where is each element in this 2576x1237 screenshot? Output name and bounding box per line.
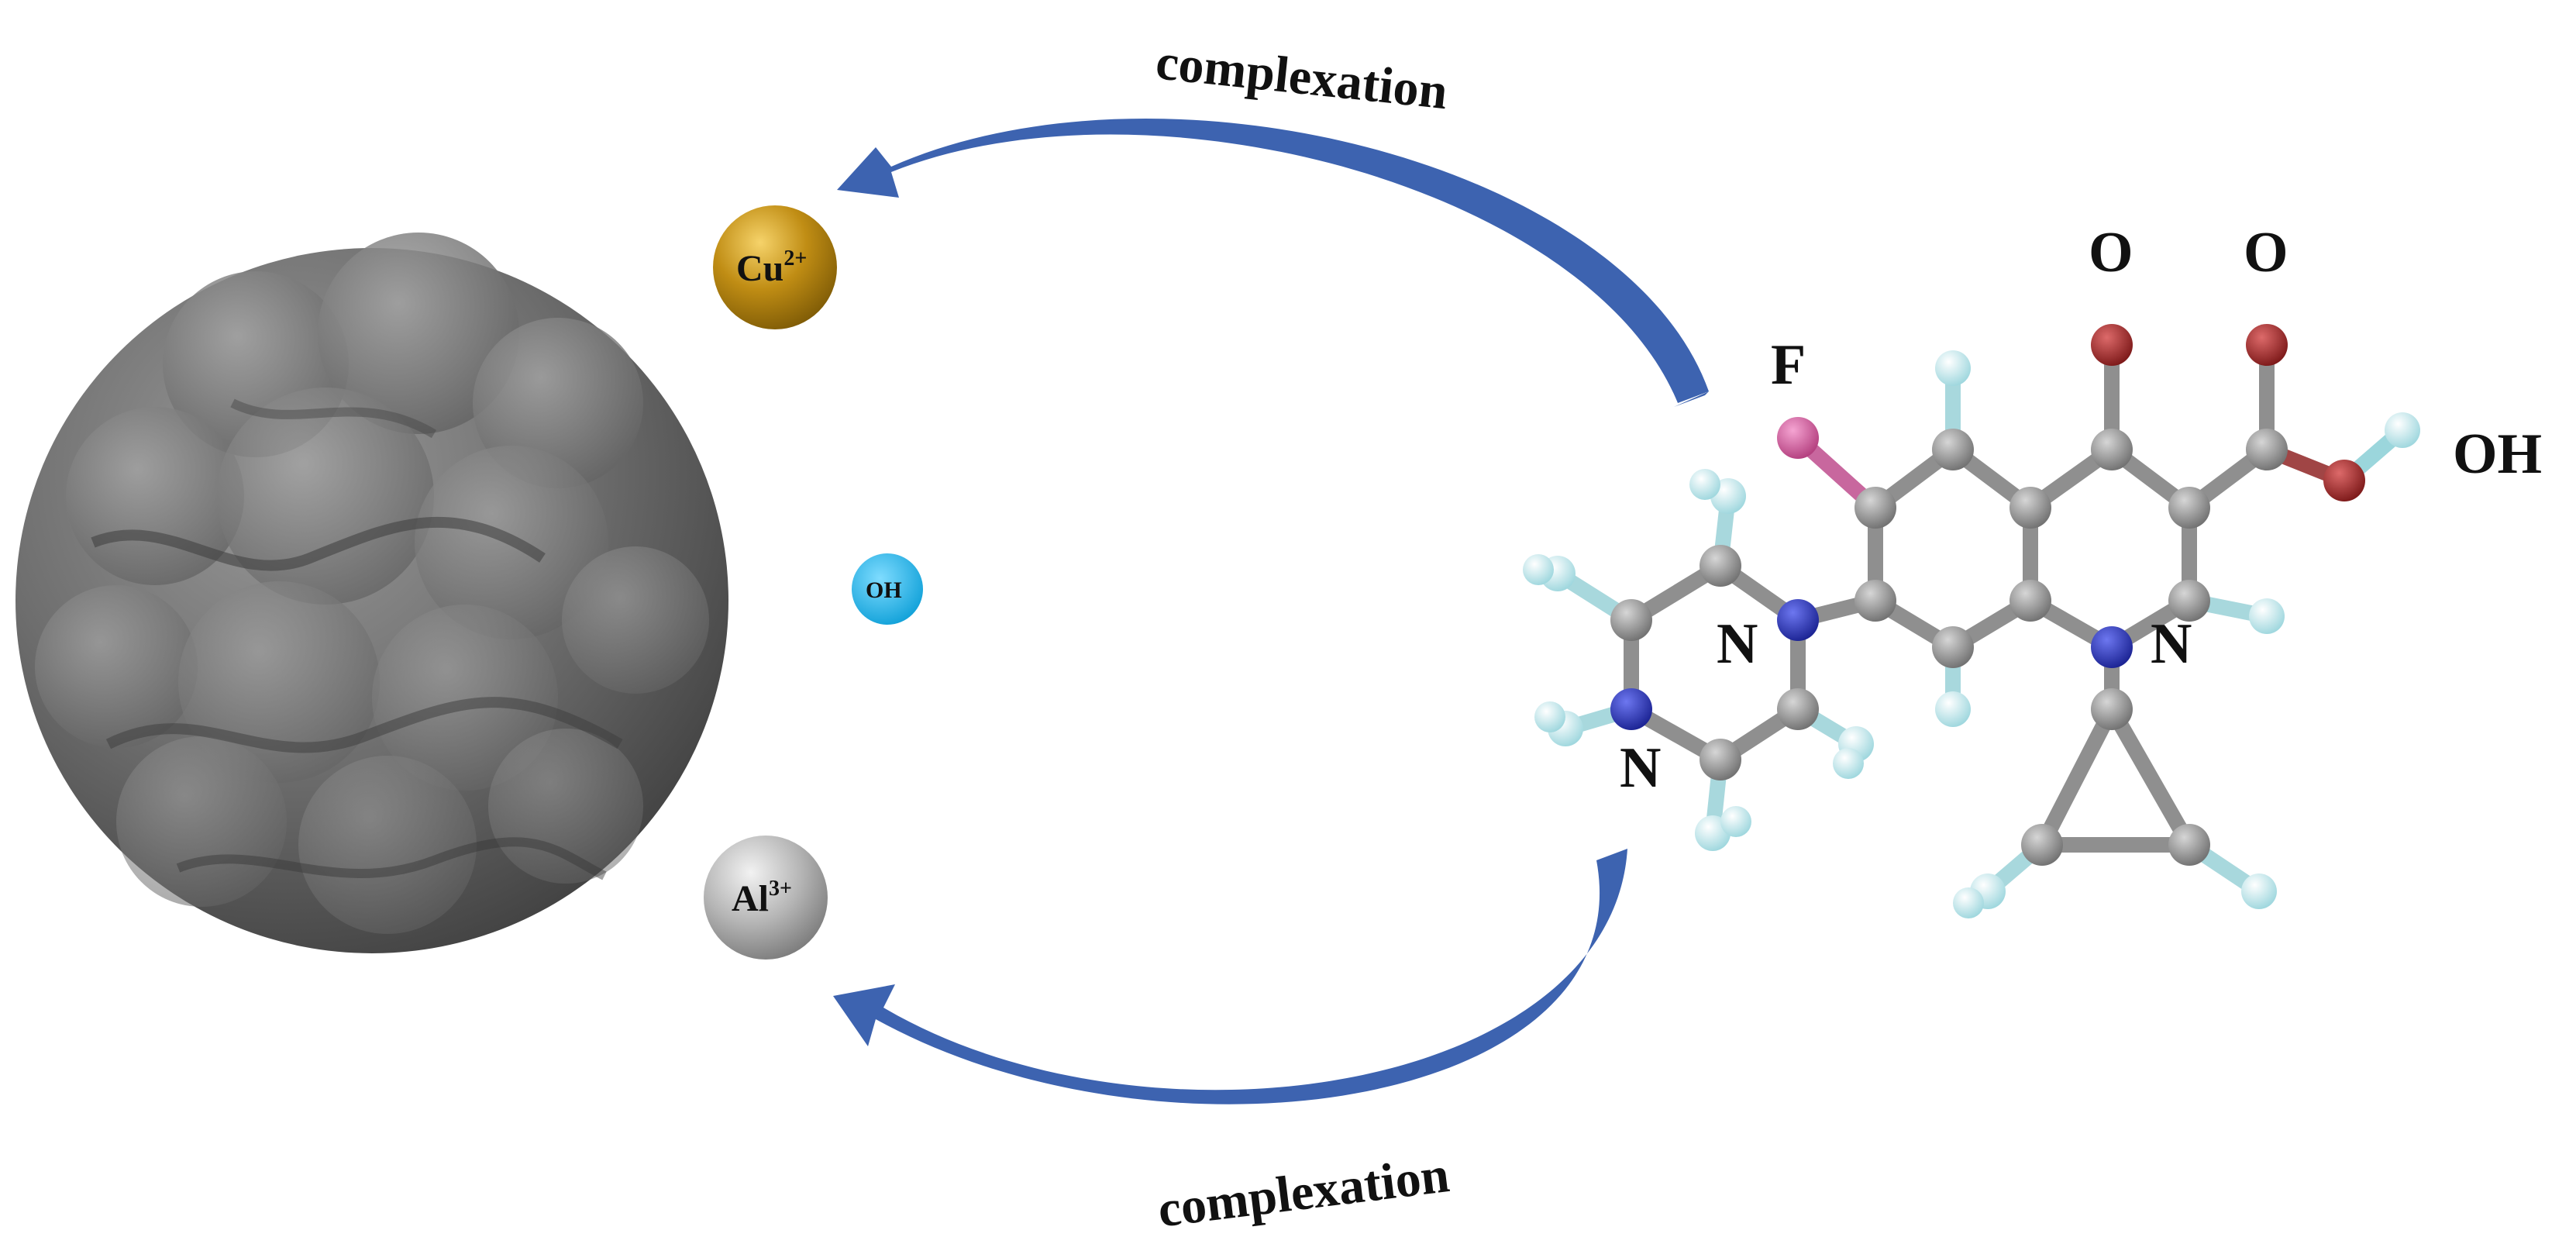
oxygen-acid-label: O [2244,221,2288,284]
al-ion-label: Al [732,878,769,919]
hydroxide-label: OH [866,577,902,603]
svg-text:Cu2+: Cu2+ [736,246,807,289]
complexation-arrow-top [837,118,1709,407]
nitrogen-piperazine-lower-label: N [1620,736,1661,800]
al-ion: Al3+ [704,836,828,960]
hydroxide-ion: OH [852,553,923,625]
hydroxyl-label: OH [2453,422,2542,486]
carbon-atoms [1610,429,2288,866]
cu-ion: Cu2+ [713,205,837,329]
cu-ion-label: Cu [736,248,783,289]
ciprofloxacin-molecule: F O O OH N N N [1523,221,2542,918]
fluorine-label: F [1771,333,1806,397]
complexation-arrow-bottom [833,849,1627,1104]
hydrogen-atoms [1523,350,2420,918]
complexation-label-top: complexation [1153,33,1450,120]
nanoparticle [15,233,728,953]
oxygen-keto-label: O [2089,221,2133,284]
cu-ion-charge: 2+ [783,246,807,270]
fluorine-atom [1777,417,1819,459]
al-ion-charge: 3+ [769,877,792,901]
complexation-label-bottom: complexation [1155,1146,1452,1237]
nitrogen-atoms [1610,599,2133,730]
svg-text:Al3+: Al3+ [732,877,792,919]
nitrogen-piperazine-upper-label: N [1717,612,1758,676]
oxygen-atoms [2091,324,2365,501]
nitrogen-quinolone-label: N [2151,612,2192,676]
